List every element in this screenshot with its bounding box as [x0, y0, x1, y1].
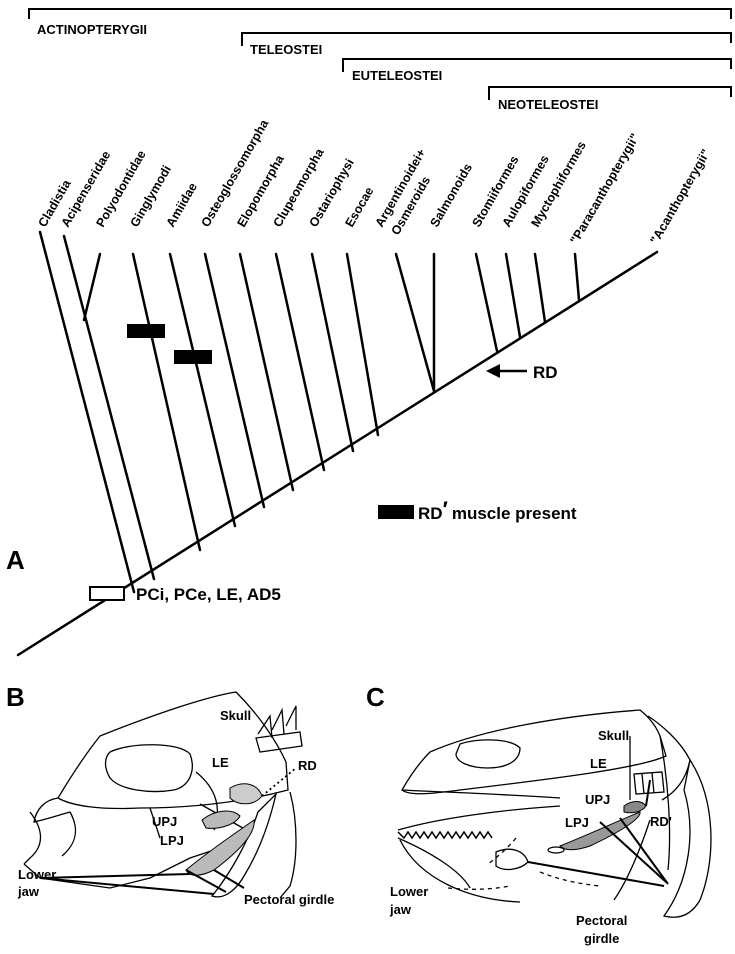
- panel-c-letter: C: [366, 682, 385, 712]
- panel-c-dashed-line: [448, 886, 510, 889]
- taxon-label: Amiidae: [163, 180, 199, 229]
- panel-c-lower-jaw-label: Lower: [390, 884, 428, 899]
- taxon-label: Salmonoids: [427, 161, 475, 229]
- panel-b-upj-label: UPJ: [152, 814, 177, 829]
- base-character-box: [90, 587, 124, 600]
- legend-swatch: [378, 505, 414, 519]
- branch: [133, 254, 200, 550]
- taxon-label: "Acanthopterygii": [647, 147, 713, 247]
- clade-label-teleostei: TELEOSTEI: [250, 42, 322, 57]
- panel-b-upper-pharyngeal-jaw: [202, 811, 240, 828]
- panel-c-dashed-line: [488, 838, 516, 864]
- panel-c-upj-label: UPJ: [585, 792, 610, 807]
- panel-c-upper-pharyngeal-jaw: [624, 802, 646, 813]
- branch: [347, 254, 378, 435]
- branch: [506, 254, 520, 337]
- panel-c-teeth: [398, 832, 492, 838]
- panel-c-rd-prime-label: RD': [650, 814, 672, 829]
- rd-prime-marker-ginglymodi: [127, 324, 165, 338]
- panel-b-lower-jaw-label: Lower: [18, 867, 56, 882]
- panel-c-skull-label: Skull: [598, 728, 629, 743]
- branch: [535, 254, 545, 322]
- panel-c-le-label: LE: [590, 756, 607, 771]
- panel-b-le-label: LE: [212, 755, 229, 770]
- branch: [396, 254, 434, 391]
- panel-b-le-muscle: [230, 784, 262, 804]
- branch: [170, 254, 235, 526]
- panel-b-lower-jaw-label: jaw: [17, 884, 40, 899]
- panel-c-pectoral-label: Pectoral: [576, 913, 627, 928]
- panel-c-pectoral-label: girdle: [584, 931, 619, 946]
- branch: [84, 254, 100, 320]
- branch: [40, 232, 134, 592]
- panel-b-lpj-label: LPJ: [160, 833, 184, 848]
- branch: [312, 254, 353, 451]
- taxon-label: Osteoglossomorpha: [198, 116, 271, 229]
- panel-b-rd-label: RD: [298, 758, 317, 773]
- rd-node-label: RD: [533, 363, 558, 382]
- legend-text: RD′muscle present: [418, 497, 577, 523]
- branch: [476, 254, 497, 351]
- base-characters-label: PCi, PCe, LE, AD5: [136, 585, 281, 604]
- rd-prime-marker-amiidae: [174, 350, 212, 364]
- taxon-labels: Cladistia Acipenseridae Polyodontidae Gi…: [35, 116, 713, 246]
- panel-c-lpj-label: LPJ: [565, 815, 589, 830]
- branch: [575, 254, 579, 300]
- panel-b-pectoral-girdle-label: Pectoral girdle: [244, 892, 334, 907]
- panel-b-skull-label: Skull: [220, 708, 251, 723]
- clade-label-euteleostei: EUTELEOSTEI: [352, 68, 442, 83]
- branch: [205, 254, 264, 507]
- panel-b-letter: B: [6, 682, 25, 712]
- panel-c-hyoid: [548, 847, 564, 853]
- panel-b-lower-pharyngeal-jaw: [186, 820, 254, 875]
- bracket-actinopterygii: [29, 9, 731, 19]
- rd-arrow: [486, 364, 527, 378]
- panel-c-lower-jaw-label: jaw: [389, 902, 412, 917]
- branch: [276, 254, 324, 470]
- panel-a-letter: A: [6, 545, 25, 575]
- clade-label-actinopterygii: ACTINOPTERYGII: [37, 22, 147, 37]
- clade-label-neoteleostei: NEOTELEOSTEI: [498, 97, 598, 112]
